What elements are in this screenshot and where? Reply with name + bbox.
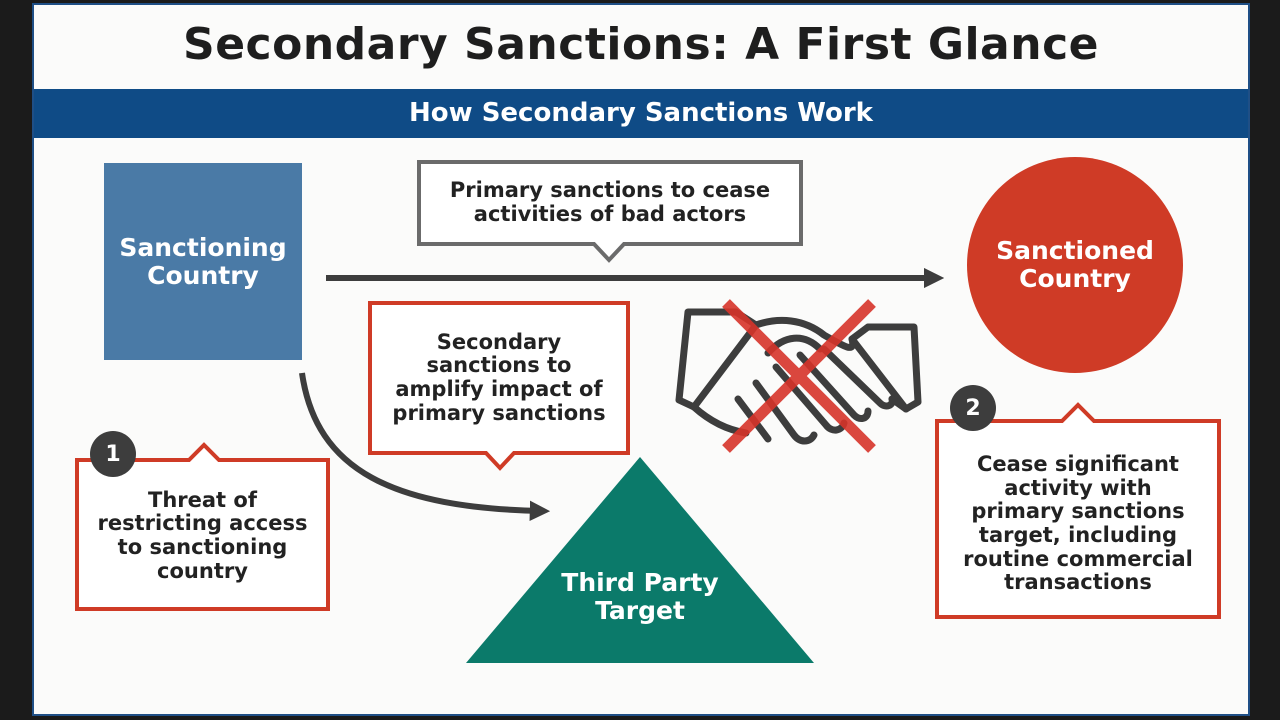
secondary-callout-box [368,301,630,471]
step1-badge: 1 [90,431,136,477]
infographic-frame: Secondary Sanctions: A First Glance How … [32,3,1250,716]
sanctioning-country-label: Sanctioning Country [119,232,287,290]
step1-callout-box [75,442,330,611]
step2-callout-text: Cease significant activity with primary … [963,452,1193,595]
sanctioned-country-circle [967,157,1183,373]
sanctioning-country-box [104,163,302,360]
secondary-arrow [299,372,551,521]
subtitle: How Secondary Sanctions Work [409,98,873,128]
step2-badge: 2 [950,385,996,431]
step1-callout-text: Threat of restricting access to sanction… [97,487,308,583]
red-x-icon [722,299,876,453]
third-party-target-label: Third Party Target [561,568,719,625]
third-party-triangle [466,457,814,663]
step2-callout-box [935,402,1221,619]
secondary-callout-text: Secondary sanctions to amplify impact of… [392,329,606,425]
sanctioned-country-label: Sanctioned Country [996,236,1154,293]
subtitle-banner: How Secondary Sanctions Work [34,89,1248,138]
page-title: Secondary Sanctions: A First Glance [183,19,1099,70]
diagram-canvas [75,157,1221,663]
primary-callout-text: Primary sanctions to cease activities of… [449,178,771,226]
primary-callout-box [417,160,803,263]
